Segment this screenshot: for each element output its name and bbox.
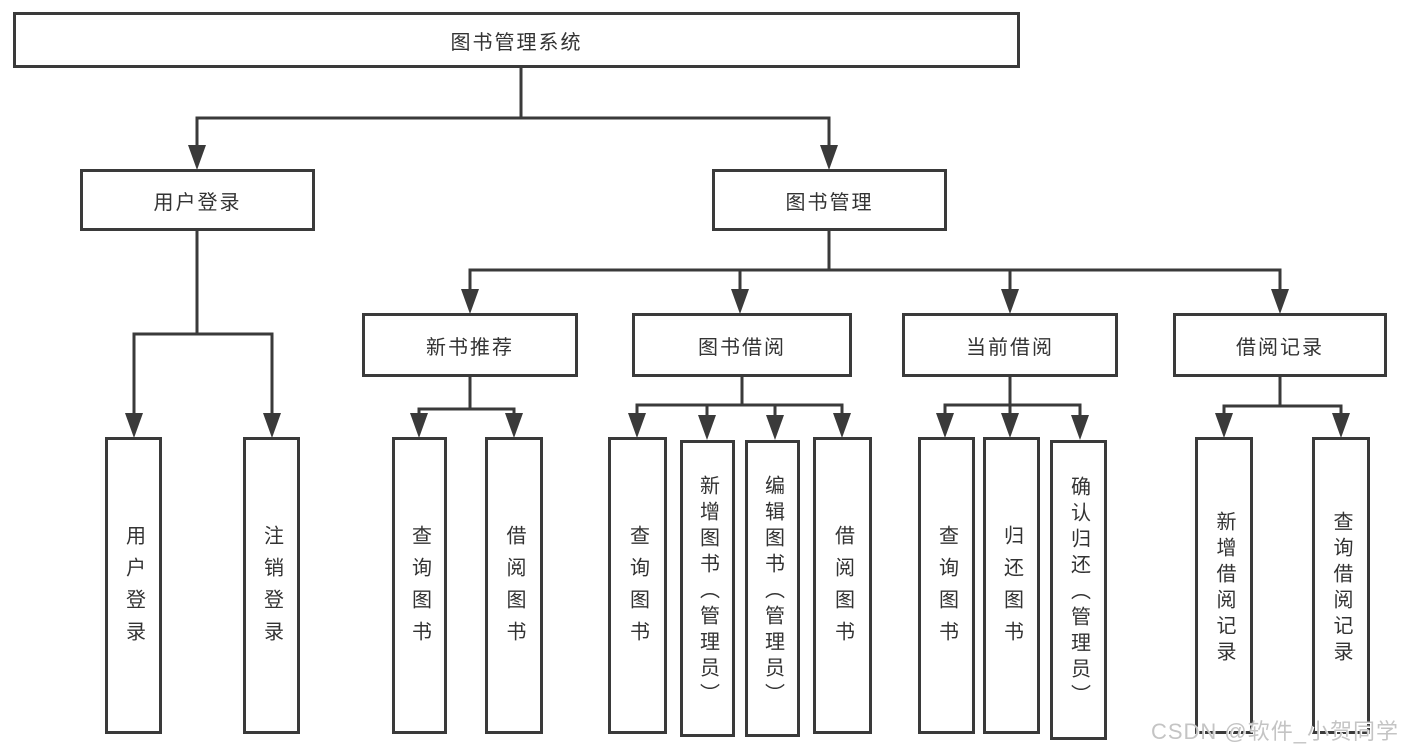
- node-book-borrowing: 图书借阅: [632, 313, 852, 377]
- leaf-edit-books-admin: 编辑图书（管理员）: [745, 440, 800, 737]
- leaf-add-borrowing-record: 新增借阅记录: [1195, 437, 1253, 734]
- leaf-borrow-books: 借阅图书: [813, 437, 872, 734]
- leaf-query-borrowing-record: 查询借阅记录: [1312, 437, 1370, 734]
- node-book-management: 图书管理: [712, 169, 947, 231]
- leaf-borrow-books-recommend: 借阅图书: [485, 437, 543, 734]
- node-new-book-recommendation: 新书推荐: [362, 313, 578, 377]
- leaf-return-books: 归还图书: [983, 437, 1040, 734]
- leaf-logout: 注销登录: [243, 437, 300, 734]
- csdn-watermark: CSDN @软件_小贺同学: [1150, 719, 1399, 744]
- leaf-query-books-current: 查询图书: [918, 437, 975, 734]
- leaf-confirm-return-admin: 确认归还（管理员）: [1050, 440, 1107, 740]
- node-borrowing-records: 借阅记录: [1173, 313, 1387, 377]
- node-user-login: 用户登录: [80, 169, 315, 231]
- leaf-user-login: 用户登录: [105, 437, 162, 734]
- leaf-query-books-recommend: 查询图书: [392, 437, 447, 734]
- leaf-query-books-borrow: 查询图书: [608, 437, 667, 734]
- leaf-add-books-admin: 新增图书（管理员）: [680, 440, 735, 737]
- node-current-borrowing: 当前借阅: [902, 313, 1118, 377]
- node-library-management-system: 图书管理系统: [13, 12, 1020, 68]
